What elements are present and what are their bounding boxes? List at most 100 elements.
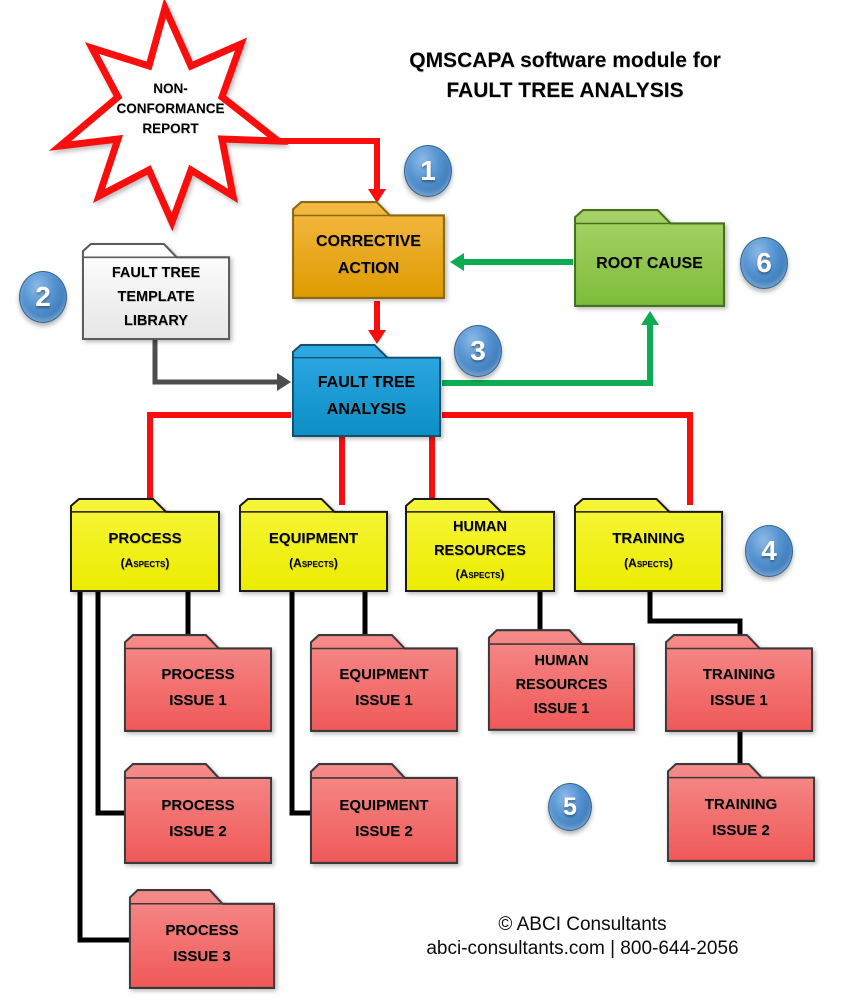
folder-process-issue-1: PROCESS ISSUE 1: [122, 633, 274, 733]
folder-icon: [405, 497, 555, 593]
folder-label: TRAINING (Aspects): [575, 510, 722, 590]
folder-root-cause: ROOT CAUSE: [572, 208, 727, 308]
label-line: ANALYSIS: [326, 400, 407, 418]
folder-icon: [292, 201, 445, 299]
label-line: TRAINING: [702, 666, 776, 683]
label-line: ISSUE 3: [173, 948, 231, 965]
label-line: FAULT TREE: [111, 264, 201, 281]
label-line: ISSUE 2: [169, 822, 227, 840]
step-number: 2: [35, 281, 51, 312]
step-badge-2: 2: [19, 271, 67, 323]
folder-icon: [291, 343, 442, 438]
label-line: PROCESS: [165, 922, 239, 939]
folder-equipment-issue-2: EQUIPMENT ISSUE 2: [308, 762, 460, 865]
label-line: ACTION: [337, 260, 400, 277]
step-badge-5: 5: [548, 783, 592, 831]
label-line: ISSUE 1: [169, 692, 227, 709]
red-connectors: [147, 138, 693, 505]
folder-label: PROCESS ISSUE 3: [130, 901, 274, 987]
step-badge-1: 1: [404, 145, 452, 197]
label-line: RESOURCES: [434, 543, 526, 559]
label-subline: (Aspects): [624, 556, 673, 570]
label-line: HUMAN: [453, 519, 507, 535]
label-line: PROCESS: [161, 796, 235, 814]
black-connectors: [77, 590, 743, 943]
label-line: ISSUE 1: [355, 692, 413, 709]
step-number: 1: [420, 155, 436, 186]
folder-icon: [70, 497, 220, 593]
step-number: 5: [563, 792, 577, 821]
footer-line-2: abci-consultants.com | 800-644-2056: [426, 938, 739, 959]
folder-label: HUMAN RESOURCES (Aspects): [406, 510, 554, 590]
folder-icon: [128, 889, 276, 989]
folder-icon: [309, 634, 459, 732]
folder-label: CORRECTIVE ACTION: [293, 213, 444, 297]
folder-label: PROCESS ISSUE 1: [125, 646, 271, 730]
folder-icon: [123, 763, 273, 864]
step-badge-4: 4: [745, 525, 793, 577]
folder-process-issue-3: PROCESS ISSUE 3: [127, 888, 277, 990]
folder-label: EQUIPMENT ISSUE 1: [311, 646, 457, 730]
label-line: ISSUE 1: [533, 701, 590, 717]
folder-fault-tree-template-library: FAULT TREE TEMPLATE LIBRARY: [80, 242, 232, 341]
label-line: ROOT CAUSE: [596, 254, 703, 272]
label-line: TEMPLATE: [117, 288, 195, 305]
label-subline: (Aspects): [120, 556, 170, 570]
green-connectors: [442, 259, 653, 386]
folder-human-resources-aspects: HUMAN RESOURCES (Aspects): [403, 497, 557, 593]
label-line: TRAINING: [612, 530, 685, 547]
folder-corrective-action: CORRECTIVE ACTION: [290, 200, 447, 300]
step-badge-6: 6: [740, 237, 788, 289]
footer-credits: © ABCI Consultants abci-consultants.com …: [395, 913, 770, 961]
folder-label: EQUIPMENT (Aspects): [240, 510, 387, 590]
folder-icon: [666, 763, 816, 862]
label-subline: (Aspects): [289, 556, 338, 570]
folder-label: ROOT CAUSE: [575, 221, 724, 305]
folder-equipment-aspects: EQUIPMENT (Aspects): [237, 497, 390, 593]
step-number: 3: [470, 335, 486, 366]
folder-training-issue-1: TRAINING ISSUE 1: [663, 633, 815, 733]
folder-label: EQUIPMENT ISSUE 2: [311, 775, 457, 862]
label-line: EQUIPMENT: [339, 796, 429, 814]
label-subline: (Aspects): [455, 567, 505, 581]
label-line: CORRECTIVE: [316, 233, 421, 250]
folder-label: FAULT TREE TEMPLATE LIBRARY: [83, 255, 229, 338]
folder-label: PROCESS (Aspects): [71, 510, 219, 590]
folder-process-aspects: PROCESS (Aspects): [68, 497, 222, 593]
label-line: EQUIPMENT: [268, 530, 359, 547]
starburst-shape: [48, 0, 289, 232]
label-line: HUMAN: [534, 653, 589, 669]
label-line: PROCESS: [108, 530, 182, 547]
footer-line-1: © ABCI Consultants: [498, 914, 667, 935]
folder-icon: [664, 634, 814, 732]
folder-training-issue-2: TRAINING ISSUE 2: [665, 762, 817, 863]
label-line: RESOURCES: [515, 677, 608, 693]
folder-label: TRAINING ISSUE 1: [666, 646, 812, 730]
folder-icon: [573, 497, 724, 593]
folder-human-resources-issue-1: HUMAN RESOURCES ISSUE 1: [486, 628, 637, 732]
red-arrowheads: [368, 189, 386, 344]
starburst-line: NON-: [153, 81, 188, 96]
folder-fault-tree-analysis: FAULT TREE ANALYSIS: [290, 343, 443, 438]
green-arrowheads: [450, 253, 659, 325]
step-number: 4: [761, 535, 777, 566]
folder-training-aspects: TRAINING (Aspects): [572, 497, 725, 593]
title-line-1: QMSCAPA software module for: [409, 49, 721, 72]
starburst-label: NON- CONFORMANCE REPORT: [103, 79, 238, 139]
folder-label: PROCESS ISSUE 2: [125, 775, 271, 862]
label-line: EQUIPMENT: [339, 666, 429, 683]
folder-icon: [238, 497, 389, 593]
label-line: TRAINING: [704, 795, 778, 813]
label-line: ISSUE 2: [712, 821, 770, 839]
folder-label: FAULT TREE ANALYSIS: [293, 356, 440, 435]
folder-icon: [309, 763, 459, 864]
folder-icon: [574, 209, 725, 307]
step-number: 6: [756, 247, 772, 278]
title-line-2: FAULT TREE ANALYSIS: [446, 79, 684, 102]
folder-equipment-issue-1: EQUIPMENT ISSUE 1: [308, 633, 460, 733]
label-line: LIBRARY: [124, 312, 188, 329]
label-line: ISSUE 1: [710, 692, 768, 709]
starburst-line: CONFORMANCE: [116, 101, 225, 116]
folder-icon: [487, 629, 636, 731]
